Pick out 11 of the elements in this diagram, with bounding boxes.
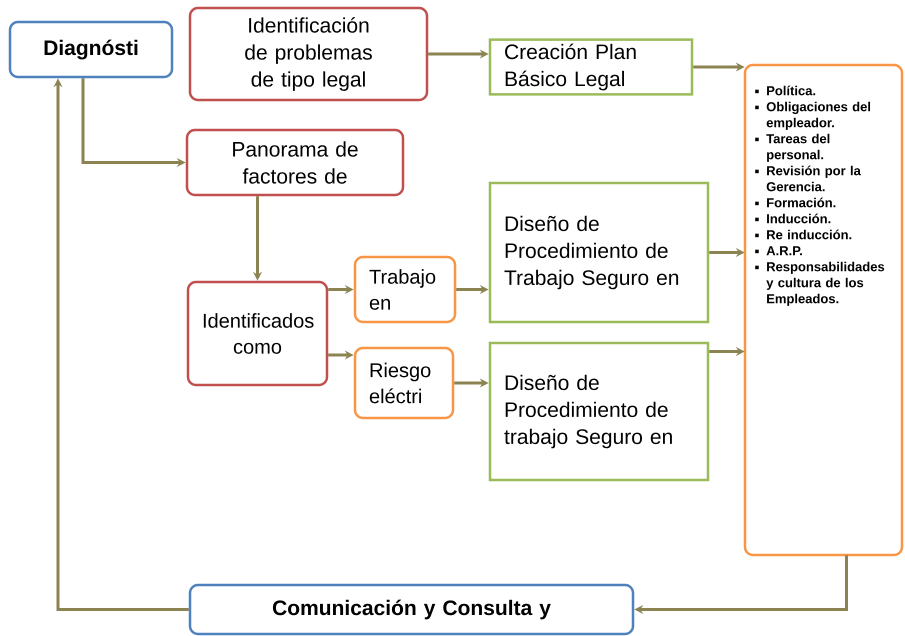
- process-box: Identificación de problemas de tipo legal: [188, 6, 428, 102]
- process-box: Riesgo eléctri: [354, 346, 454, 420]
- process-box: Creación Plan Básico Legal: [488, 38, 694, 96]
- list-box: Política. Obligaciones del empleador. Tareas del personal. Revisión por la Gerencia. Formación. Inducción. Re inducción. A.R.P. Responsabilidades y cultura de los Empleados.: [744, 64, 904, 556]
- process-box: Comunicación y Consulta y: [188, 584, 634, 636]
- process-box: Trabajo en: [354, 256, 456, 324]
- process-box: Panorama de factores de: [186, 128, 404, 196]
- process-box: Diseño de Procedimiento de trabajo Seguro en: [488, 342, 710, 482]
- process-box: Diseño de Procedimiento de Trabajo Seguro en: [488, 182, 710, 324]
- process-box: Diagnósti: [8, 20, 174, 78]
- process-box: Identificados como: [186, 280, 328, 386]
